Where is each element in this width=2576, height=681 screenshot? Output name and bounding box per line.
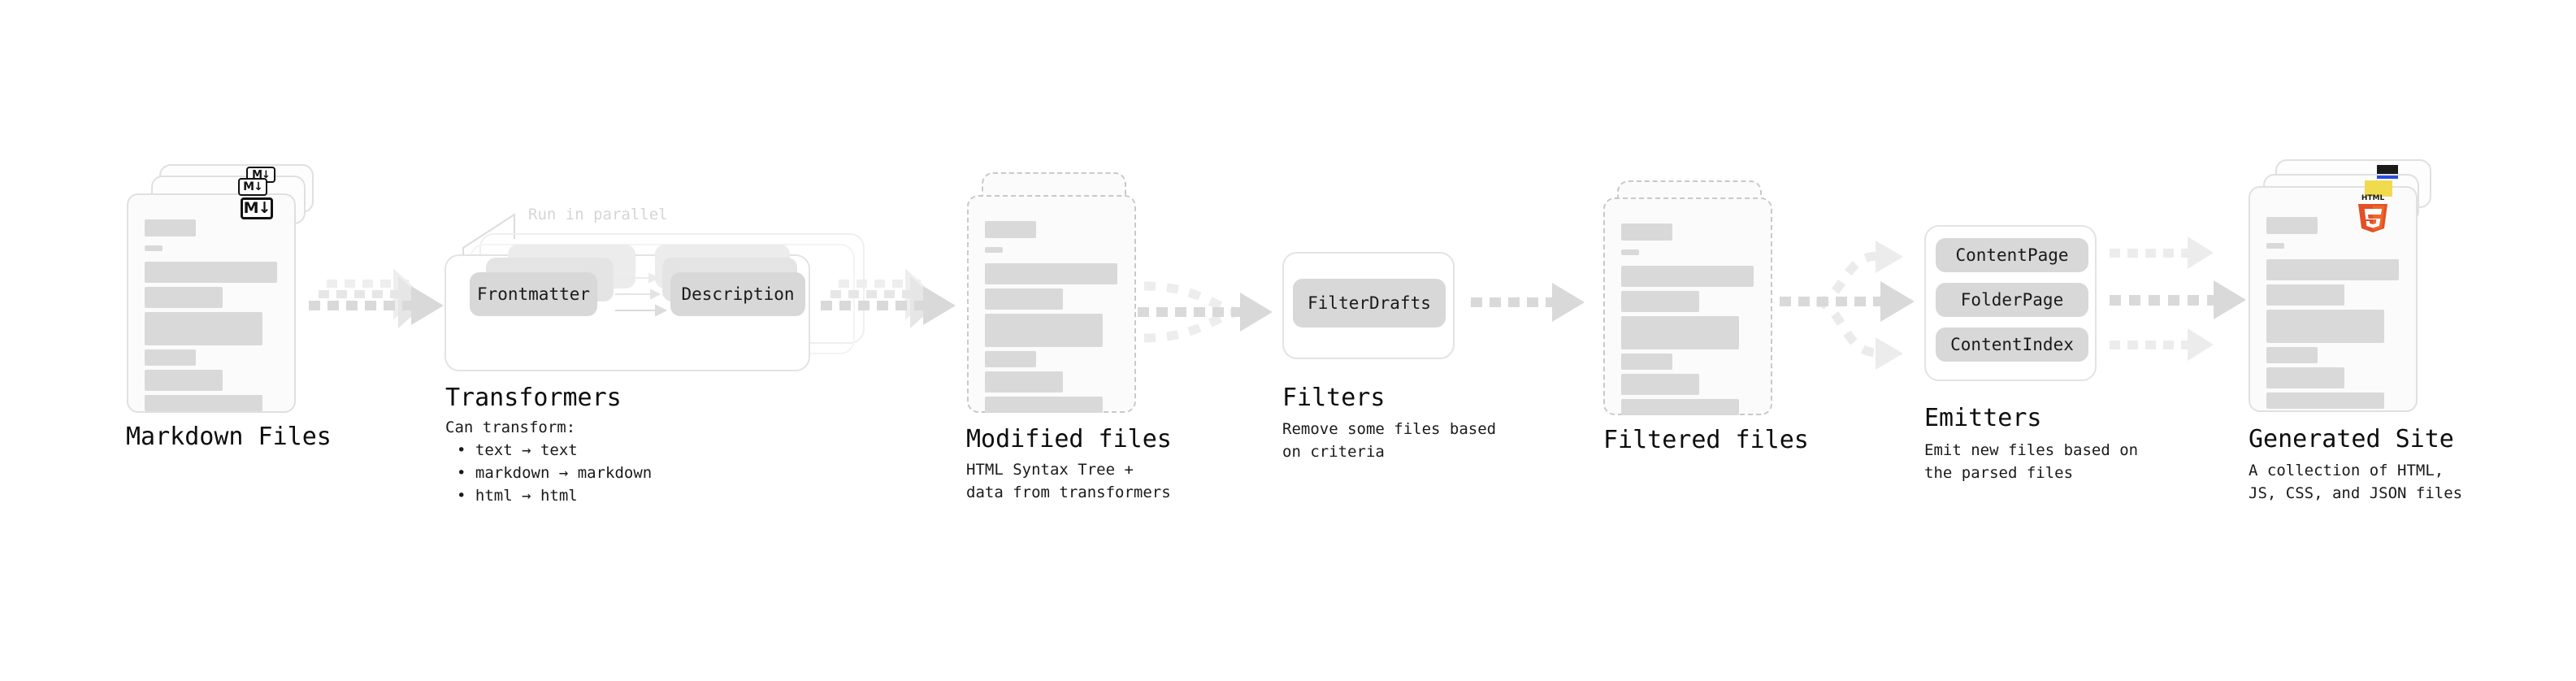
skeleton-line — [145, 245, 163, 251]
skeleton-line — [145, 370, 223, 391]
skeleton-line — [1621, 223, 1672, 241]
connector-markdown-to-transformers — [309, 268, 444, 328]
transformers-caption: Can transform: text → text markdown → ma… — [445, 416, 652, 507]
skeleton-line — [2266, 259, 2399, 280]
skeleton-line — [145, 395, 262, 411]
svg-text:HTML: HTML — [2361, 194, 2385, 202]
transformer-chip-description[interactable]: Description — [670, 272, 805, 316]
caption-head: Can transform: — [445, 419, 576, 436]
stage-title-filtered-files: Filtered files — [1603, 426, 1809, 454]
skeleton-line — [1621, 316, 1739, 349]
skeleton-line — [1621, 399, 1739, 415]
caption-item: html → html — [457, 484, 652, 507]
skeleton-line — [985, 288, 1063, 310]
transformer-parallel-arrows — [615, 272, 668, 317]
skeleton-line — [145, 349, 196, 366]
run-in-parallel-label: Run in parallel — [528, 206, 668, 223]
skeleton-line — [985, 221, 1036, 238]
generated-file-card-front — [2249, 186, 2418, 412]
markdown-file-card-front — [127, 193, 296, 413]
stage-title-markdown-files: Markdown Files — [126, 423, 332, 451]
transformer-chip-frontmatter[interactable]: Frontmatter — [470, 272, 597, 316]
skeleton-line — [1621, 249, 1639, 255]
stage-subtitle-modified-files: HTML Syntax Tree + data from transformer… — [966, 461, 1171, 502]
modified-file-card-front — [967, 195, 1136, 413]
skeleton-line — [1621, 374, 1699, 395]
connector-modified-to-filters — [1138, 281, 1273, 343]
markdown-badge: M↓ — [241, 197, 273, 219]
skeleton-line — [2266, 310, 2384, 343]
skeleton-line — [985, 247, 1003, 253]
skeleton-line — [2266, 367, 2344, 388]
skeleton-line — [2266, 217, 2318, 234]
skeleton-line — [2266, 347, 2318, 363]
skeleton-line — [145, 219, 196, 236]
connector-emitters-to-site — [2110, 236, 2246, 361]
skeleton-line — [985, 314, 1103, 347]
connector-filters-to-filtered — [1471, 283, 1585, 322]
skeleton-line — [985, 351, 1036, 367]
skeleton-line — [2266, 243, 2284, 249]
stage-title-emitters: Emitters — [1924, 404, 2042, 432]
html5-badge: HTML — [2358, 194, 2387, 232]
skeleton-line — [985, 371, 1063, 393]
stage-subtitle-emitters: Emit new files based on the parsed files — [1924, 441, 2139, 483]
skeleton-line — [1621, 354, 1672, 370]
stage-subtitle-generated-site: A collection of HTML, JS, CSS, and JSON … — [2249, 462, 2463, 503]
skeleton-line — [145, 262, 277, 283]
connector-transformers-to-modified — [821, 268, 956, 328]
caption-item: text → text — [457, 439, 652, 462]
stage-title-transformers: Transformers — [445, 384, 622, 412]
emitter-chip-contentpage[interactable]: ContentPage — [1936, 238, 2088, 272]
emitter-chip-folderpage[interactable]: FolderPage — [1936, 283, 2088, 317]
skeleton-line — [2266, 284, 2344, 306]
stage-title-modified-files: Modified files — [966, 425, 1172, 453]
filtered-file-card-front — [1603, 197, 1772, 415]
skeleton-line — [2266, 393, 2384, 409]
skeleton-line — [1621, 266, 1754, 287]
caption-item: markdown → markdown — [457, 462, 652, 484]
stage-title-generated-site: Generated Site — [2249, 425, 2454, 453]
skeleton-line — [145, 287, 223, 308]
js-badge — [2365, 180, 2392, 197]
filter-chip-filterdrafts[interactable]: FilterDrafts — [1293, 279, 1446, 327]
skeleton-line — [1621, 291, 1699, 312]
skeleton-line — [145, 312, 262, 345]
stage-subtitle-filters: Remove some files based on criteria — [1282, 420, 1497, 462]
stage-title-filters: Filters — [1282, 384, 1386, 412]
css-badge — [2377, 165, 2398, 179]
connector-filtered-to-emitters — [1780, 241, 1915, 370]
emitter-chip-contentindex[interactable]: ContentIndex — [1936, 327, 2088, 362]
markdown-badge-back-1: M↓ — [238, 178, 267, 196]
skeleton-line — [985, 397, 1103, 413]
skeleton-line — [985, 263, 1117, 284]
